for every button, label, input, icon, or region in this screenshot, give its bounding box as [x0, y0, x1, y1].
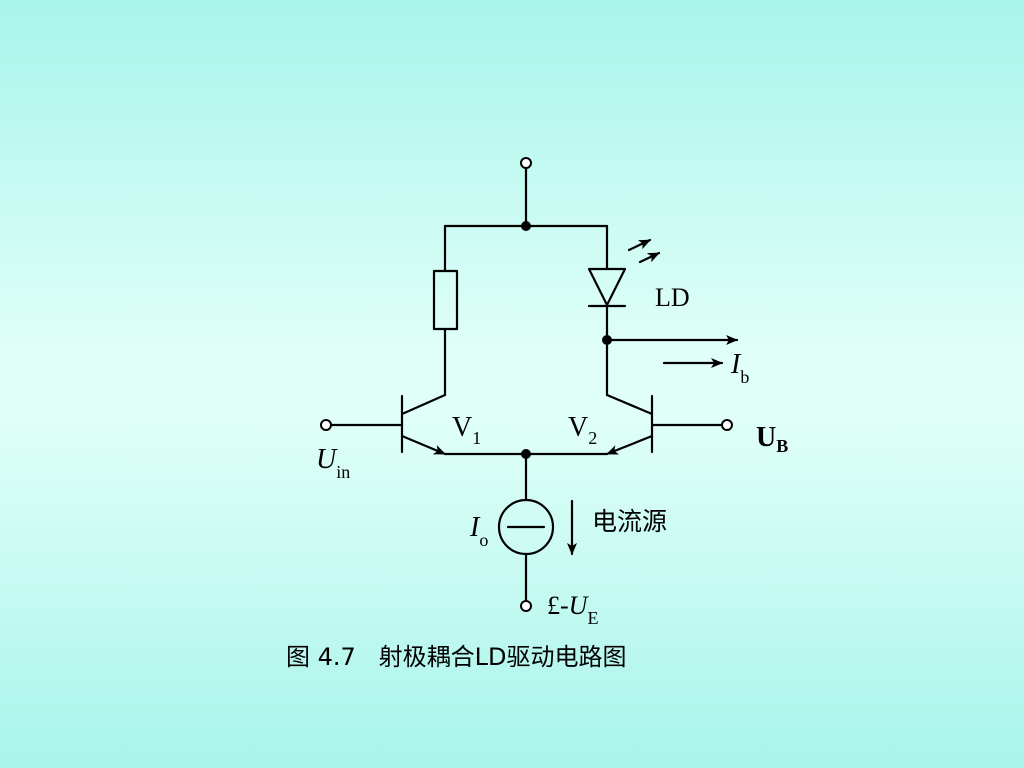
uin-terminal — [320, 419, 332, 431]
ib-label: Ib — [730, 349, 749, 387]
junction-dot — [602, 335, 612, 345]
v2-emitter — [605, 434, 654, 456]
junction-dot — [521, 449, 531, 459]
ue-terminal — [520, 600, 532, 612]
v2-label: V2 — [568, 412, 597, 448]
io-label: Io — [469, 512, 488, 550]
ub-label: UB — [756, 422, 788, 456]
ld-label: LD — [655, 283, 690, 312]
v1-collector — [400, 393, 447, 416]
ue-label: £-UE — [547, 591, 598, 628]
supply-terminal — [520, 157, 532, 169]
light-arrow-icon — [638, 251, 661, 264]
uin-label: Uin — [316, 444, 350, 482]
laser-diode-symbol — [587, 267, 627, 307]
ub-terminal — [721, 419, 733, 431]
v2-collector — [605, 393, 654, 416]
v1-emitter — [400, 434, 447, 456]
resistor — [432, 269, 459, 331]
current-source-label: 电流源 — [592, 507, 667, 536]
v1-label: V1 — [452, 412, 481, 448]
light-arrow-icon — [627, 238, 652, 252]
figure-caption: 图 4.7 射极耦合LD驱动电路图 — [286, 643, 627, 671]
junction-dot — [521, 221, 531, 231]
